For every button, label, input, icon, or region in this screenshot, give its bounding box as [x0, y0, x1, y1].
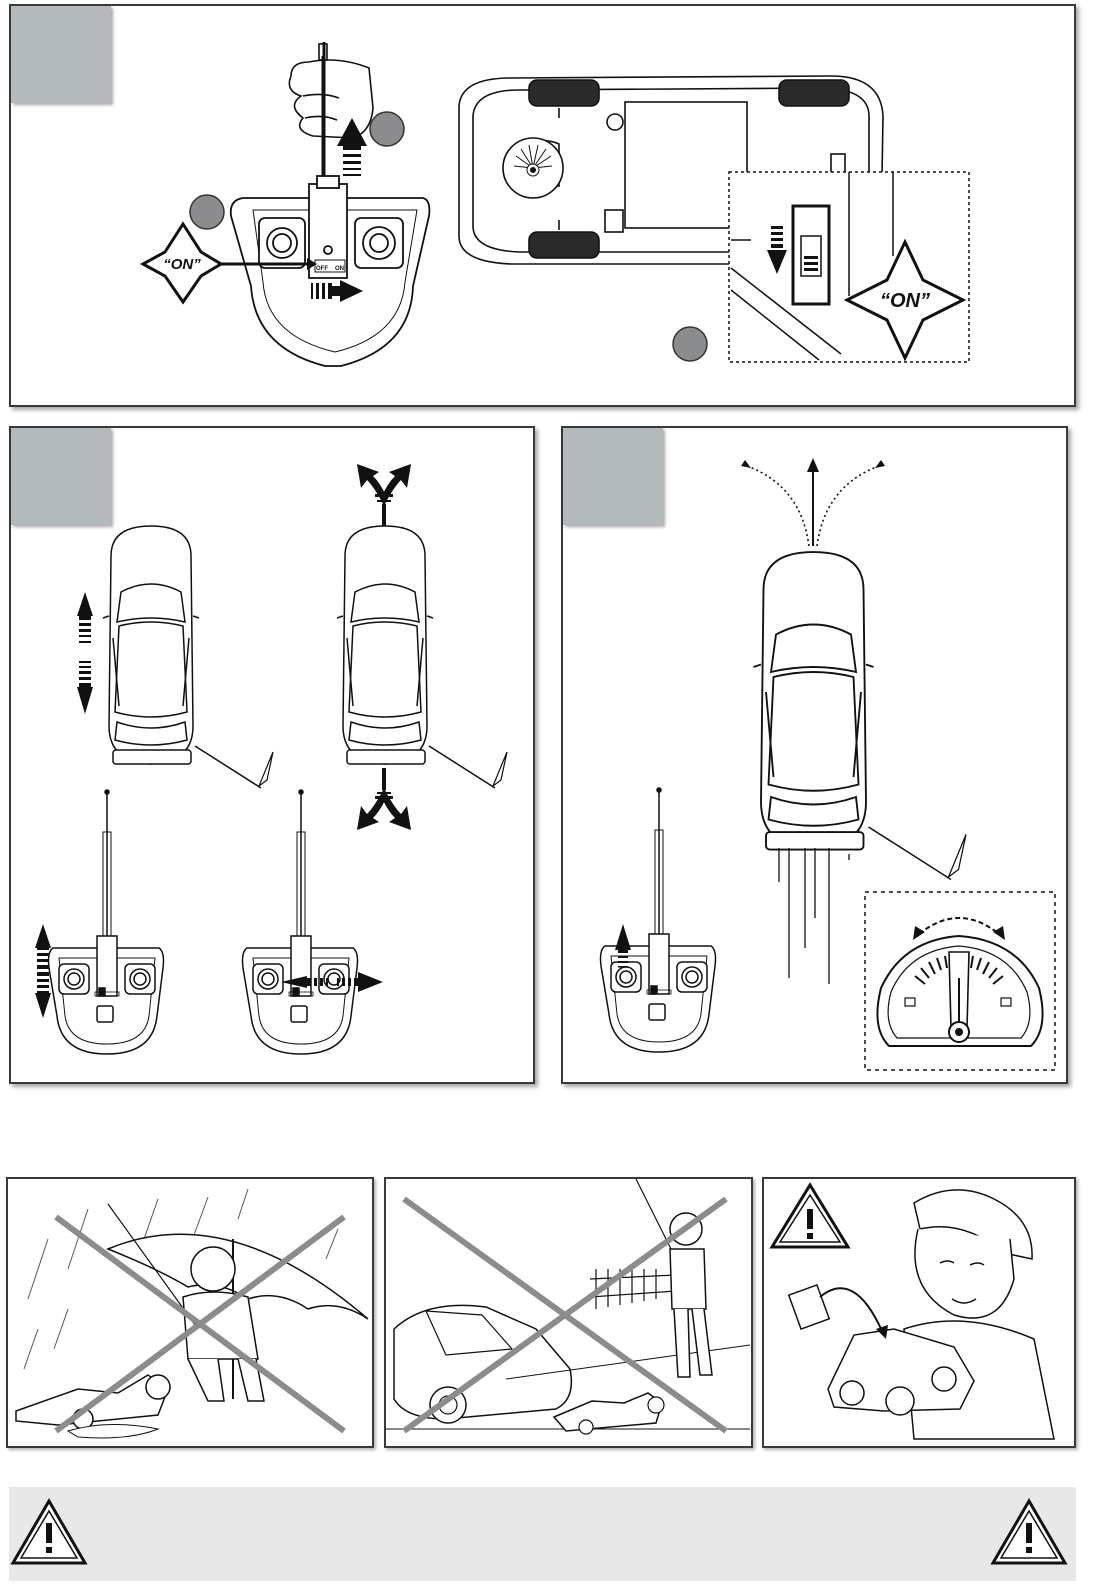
warning-bar-graphics [9, 1487, 1076, 1581]
on-label-right: “ON” [880, 290, 930, 312]
warning-triangle-icon [13, 1501, 85, 1563]
motion-lines [779, 848, 849, 984]
remote-control-illustration [231, 176, 430, 366]
panel-trim [561, 426, 1068, 1084]
marker-circle [370, 112, 404, 146]
rain-scene-illustration [8, 1179, 372, 1446]
warning-triangle-icon [993, 1501, 1065, 1563]
switch-on-illustration: OFF ON “ON” [11, 6, 1074, 405]
warning-picture-rain [6, 1177, 374, 1448]
panel-driving [9, 426, 535, 1084]
remote-control-illustration [601, 788, 716, 1052]
car-top-view [754, 552, 967, 880]
marker-circle [190, 195, 224, 229]
car-top-view [337, 526, 507, 788]
hand-illustration [289, 44, 373, 138]
switch-on-label: ON [335, 266, 344, 272]
car-top-view [103, 526, 273, 788]
arrow-turn-icon [357, 464, 411, 526]
street-scene-illustration [386, 1179, 751, 1446]
switch-zoom-inset [729, 172, 969, 362]
arrow-forward-backward-icon [77, 592, 93, 714]
remote-control-illustration [49, 790, 164, 1054]
warning-picture-street [384, 1177, 753, 1448]
driving-illustration [11, 428, 533, 1082]
warning-triangle-icon [772, 1185, 848, 1247]
warning-picture-charging [762, 1177, 1076, 1448]
marker-circle [673, 327, 707, 361]
direction-arrows [741, 458, 885, 546]
boy-with-car-illustration [764, 1179, 1074, 1446]
warning-bar [9, 1487, 1076, 1581]
arrow-turn-reverse-icon [357, 768, 411, 830]
trim-dial-inset [865, 892, 1055, 1070]
antenna-up-down-arrow-icon [35, 924, 51, 1018]
on-label-left: “ON” [163, 256, 201, 273]
switch-off-label: OFF [316, 266, 328, 272]
remote-control-illustration [243, 790, 358, 1054]
steering-trim-illustration [563, 428, 1066, 1082]
panel-switch-on: OFF ON “ON” [9, 4, 1076, 407]
